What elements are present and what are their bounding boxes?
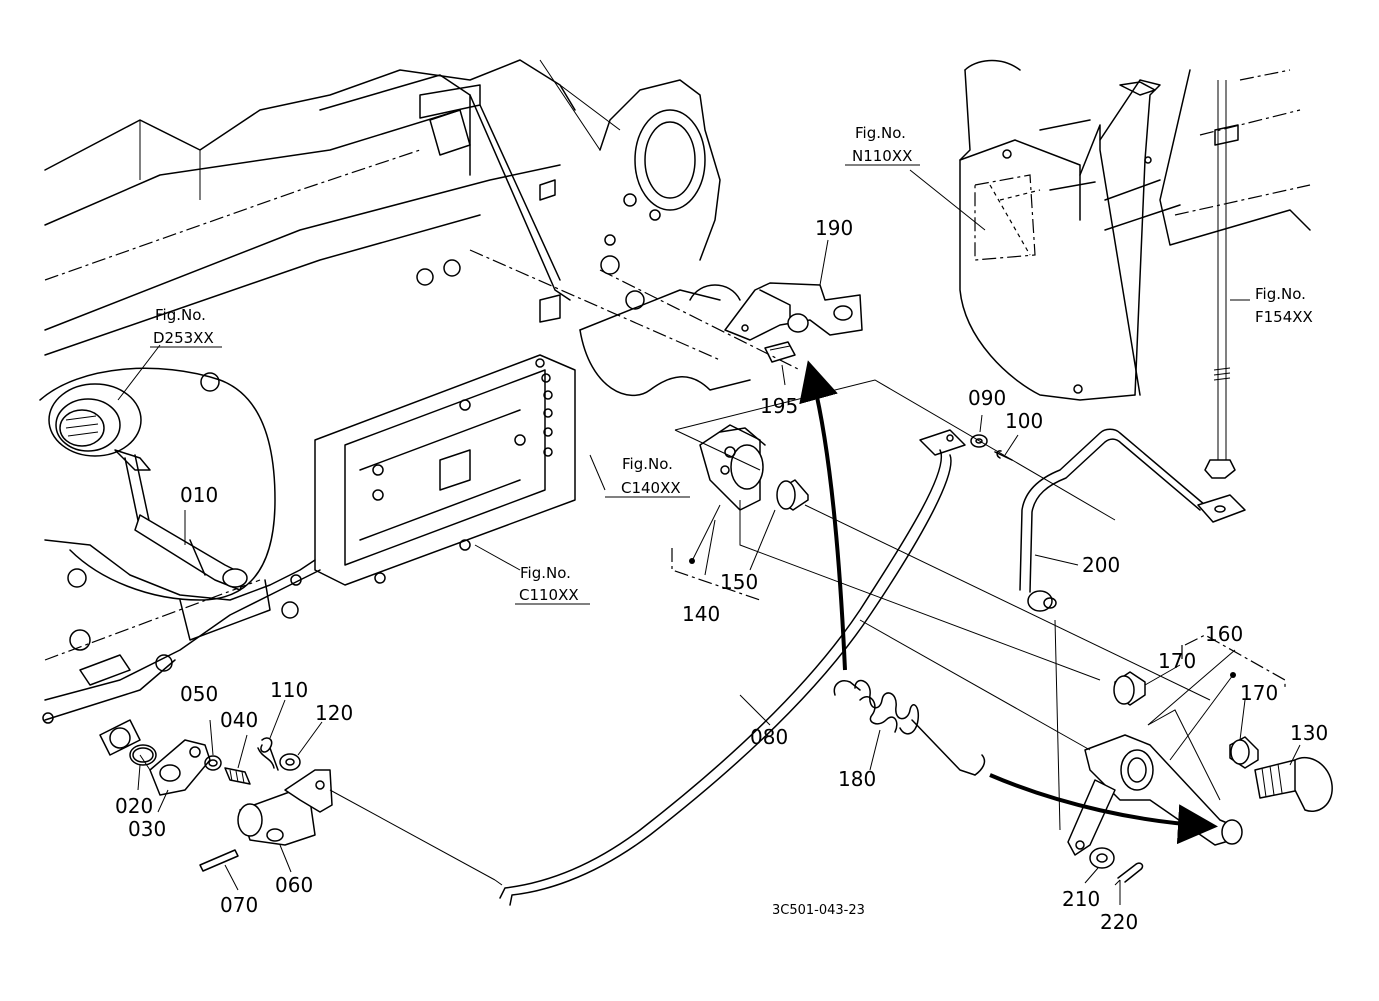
- fig-ref-n110: Fig.No. N110XX: [845, 124, 920, 166]
- leader-lines: [117, 169, 1301, 905]
- part-120-washer: [279, 753, 301, 771]
- fig-ref-code: C110XX: [519, 586, 579, 604]
- part-050-washer: [204, 755, 222, 771]
- part-160-lever-assy: [1067, 734, 1243, 856]
- callout-050: 050: [180, 682, 218, 706]
- part-190-bracket: [724, 282, 863, 341]
- part-030-plate: [149, 739, 211, 796]
- fig-ref-d253: Fig.No. D253XX: [150, 306, 222, 348]
- part-040-bolt: [224, 767, 251, 785]
- part-130-pin: [1254, 756, 1333, 812]
- drawing-code: 3C501-043-23: [772, 903, 865, 918]
- part-070-pin: [199, 849, 239, 872]
- callout-030: 030: [128, 817, 166, 841]
- callout-010: 010: [180, 483, 218, 507]
- part-220-clip: [1114, 862, 1144, 886]
- fig-ref-code: D253XX: [153, 329, 214, 347]
- transmission-housing: [42, 59, 576, 756]
- fig-ref-prefix: Fig.No.: [1255, 285, 1306, 303]
- fig-ref-prefix: Fig.No.: [155, 306, 206, 324]
- callout-120: 120: [315, 701, 353, 725]
- flow-arrows: [799, 360, 1218, 845]
- part-090-washer: [970, 434, 988, 448]
- part-210-washer: [1089, 847, 1115, 869]
- fig-ref-prefix: Fig.No.: [520, 564, 571, 582]
- fig-ref-code: F154XX: [1255, 308, 1313, 326]
- callout-220: 220: [1100, 910, 1138, 934]
- callout-170-a: 170: [1158, 649, 1196, 673]
- fig-ref-code: C140XX: [621, 479, 681, 497]
- fig-ref-f154: Fig.No. F154XX: [1255, 285, 1313, 326]
- callout-210: 210: [1062, 887, 1100, 911]
- callout-190: 190: [815, 216, 853, 240]
- fig-ref-prefix: Fig.No.: [855, 124, 906, 142]
- part-180-spring: [833, 679, 986, 776]
- callout-160: 160: [1205, 622, 1243, 646]
- part-callouts: 010 020 030 040 050 060 070 080 090 100 …: [115, 216, 1328, 934]
- part-110-clip: [257, 737, 279, 771]
- callout-080: 080: [750, 725, 788, 749]
- fig-ref-c140: Fig.No. C140XX: [605, 455, 690, 498]
- part-195-bolt: [764, 341, 796, 363]
- callout-130: 130: [1290, 721, 1328, 745]
- callout-100: 100: [1005, 409, 1043, 433]
- part-010-shaft: [39, 367, 276, 601]
- fig-ref-c110: Fig.No. C110XX: [515, 564, 590, 605]
- callout-170-b: 170: [1240, 681, 1278, 705]
- callout-200: 200: [1082, 553, 1120, 577]
- callout-020: 020: [115, 794, 153, 818]
- part-080-rod: [494, 429, 966, 906]
- callout-040: 040: [220, 708, 258, 732]
- frame-assembly: [959, 59, 1311, 479]
- callout-140: 140: [682, 602, 720, 626]
- part-200-rod: [1019, 428, 1246, 612]
- callout-110: 110: [270, 678, 308, 702]
- part-170-bush-1: [1113, 671, 1146, 706]
- part-140-bracket: [699, 424, 766, 511]
- fig-ref-prefix: Fig.No.: [622, 455, 673, 473]
- part-060-lever: [237, 769, 333, 846]
- part-170-bush-2: [1229, 736, 1259, 769]
- callout-090: 090: [968, 386, 1006, 410]
- part-150-bush: [776, 479, 809, 511]
- part-020-o-ring: [129, 744, 157, 766]
- callout-150: 150: [720, 570, 758, 594]
- callout-180: 180: [838, 767, 876, 791]
- gear-casting: [539, 59, 751, 397]
- callout-060: 060: [275, 873, 313, 897]
- fig-ref-code: N110XX: [852, 147, 912, 165]
- callout-070: 070: [220, 893, 258, 917]
- callout-195: 195: [760, 394, 798, 418]
